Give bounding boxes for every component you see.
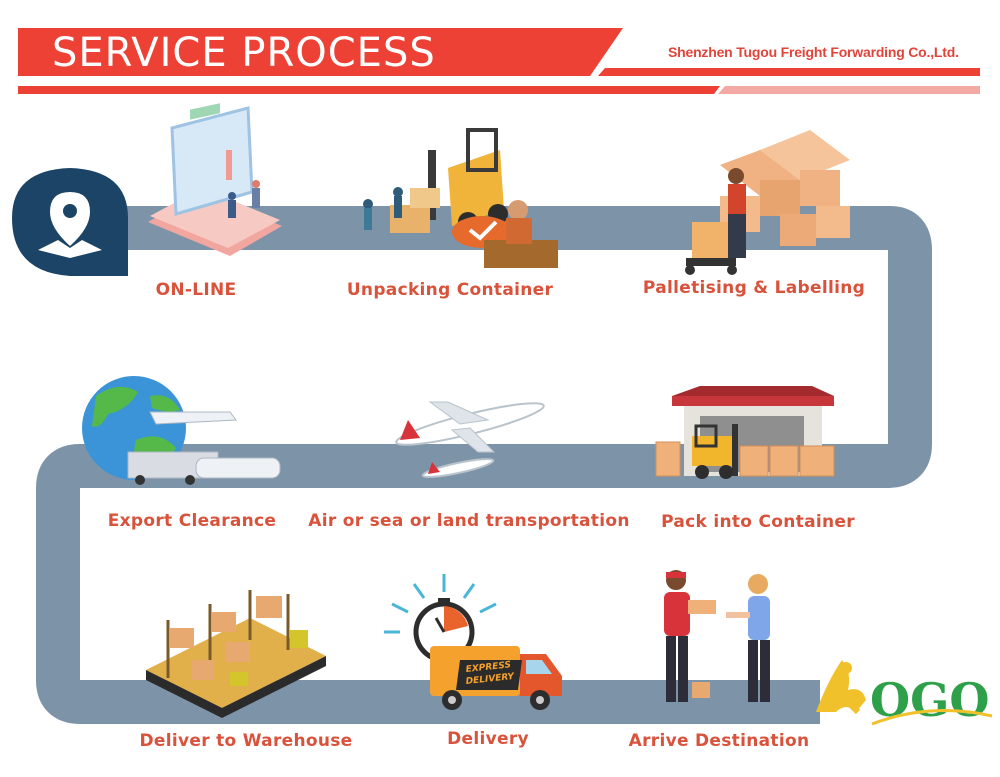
warehouse-icon — [655, 386, 835, 479]
location-pin-icon — [12, 168, 128, 276]
step-label-export-clearance: Export Clearance — [107, 511, 277, 531]
step-label-deliver-warehouse: Deliver to Warehouse — [139, 731, 353, 751]
header-graphics — [18, 28, 980, 94]
page-title: SERVICE PROCESS — [52, 30, 436, 76]
header-line-light — [718, 86, 980, 94]
globe-icon — [82, 376, 281, 485]
step-label-pack-container: Pack into Container — [661, 512, 855, 532]
forklift-icon — [363, 128, 558, 268]
title-banner — [18, 28, 623, 76]
step-label-online: ON-LINE — [155, 280, 237, 300]
header-line-bottom — [18, 86, 720, 94]
express-truck-icon — [384, 574, 562, 710]
company-name: Shenzhen Tugou Freight Forwarding Co.,Lt… — [668, 44, 959, 60]
step-label-arrive-destination: Arrive Destination — [628, 731, 810, 751]
shelves-icon — [146, 590, 326, 718]
truck-text-line1: EXPRESS — [465, 660, 511, 675]
step-label-delivery: Delivery — [447, 729, 529, 749]
monitor-icon — [148, 103, 282, 256]
step-label-palletising: Palletising & Labelling — [642, 278, 866, 298]
handover-icon — [664, 570, 770, 702]
step-label-unpacking: Unpacking Container — [346, 280, 554, 300]
step-label-transportation: Air or sea or land transportation — [308, 511, 630, 531]
pallet-boxes-icon — [685, 130, 850, 275]
logo-image: OGO — [816, 660, 993, 727]
airplane-icon — [395, 401, 545, 478]
header-line-top — [598, 68, 980, 76]
